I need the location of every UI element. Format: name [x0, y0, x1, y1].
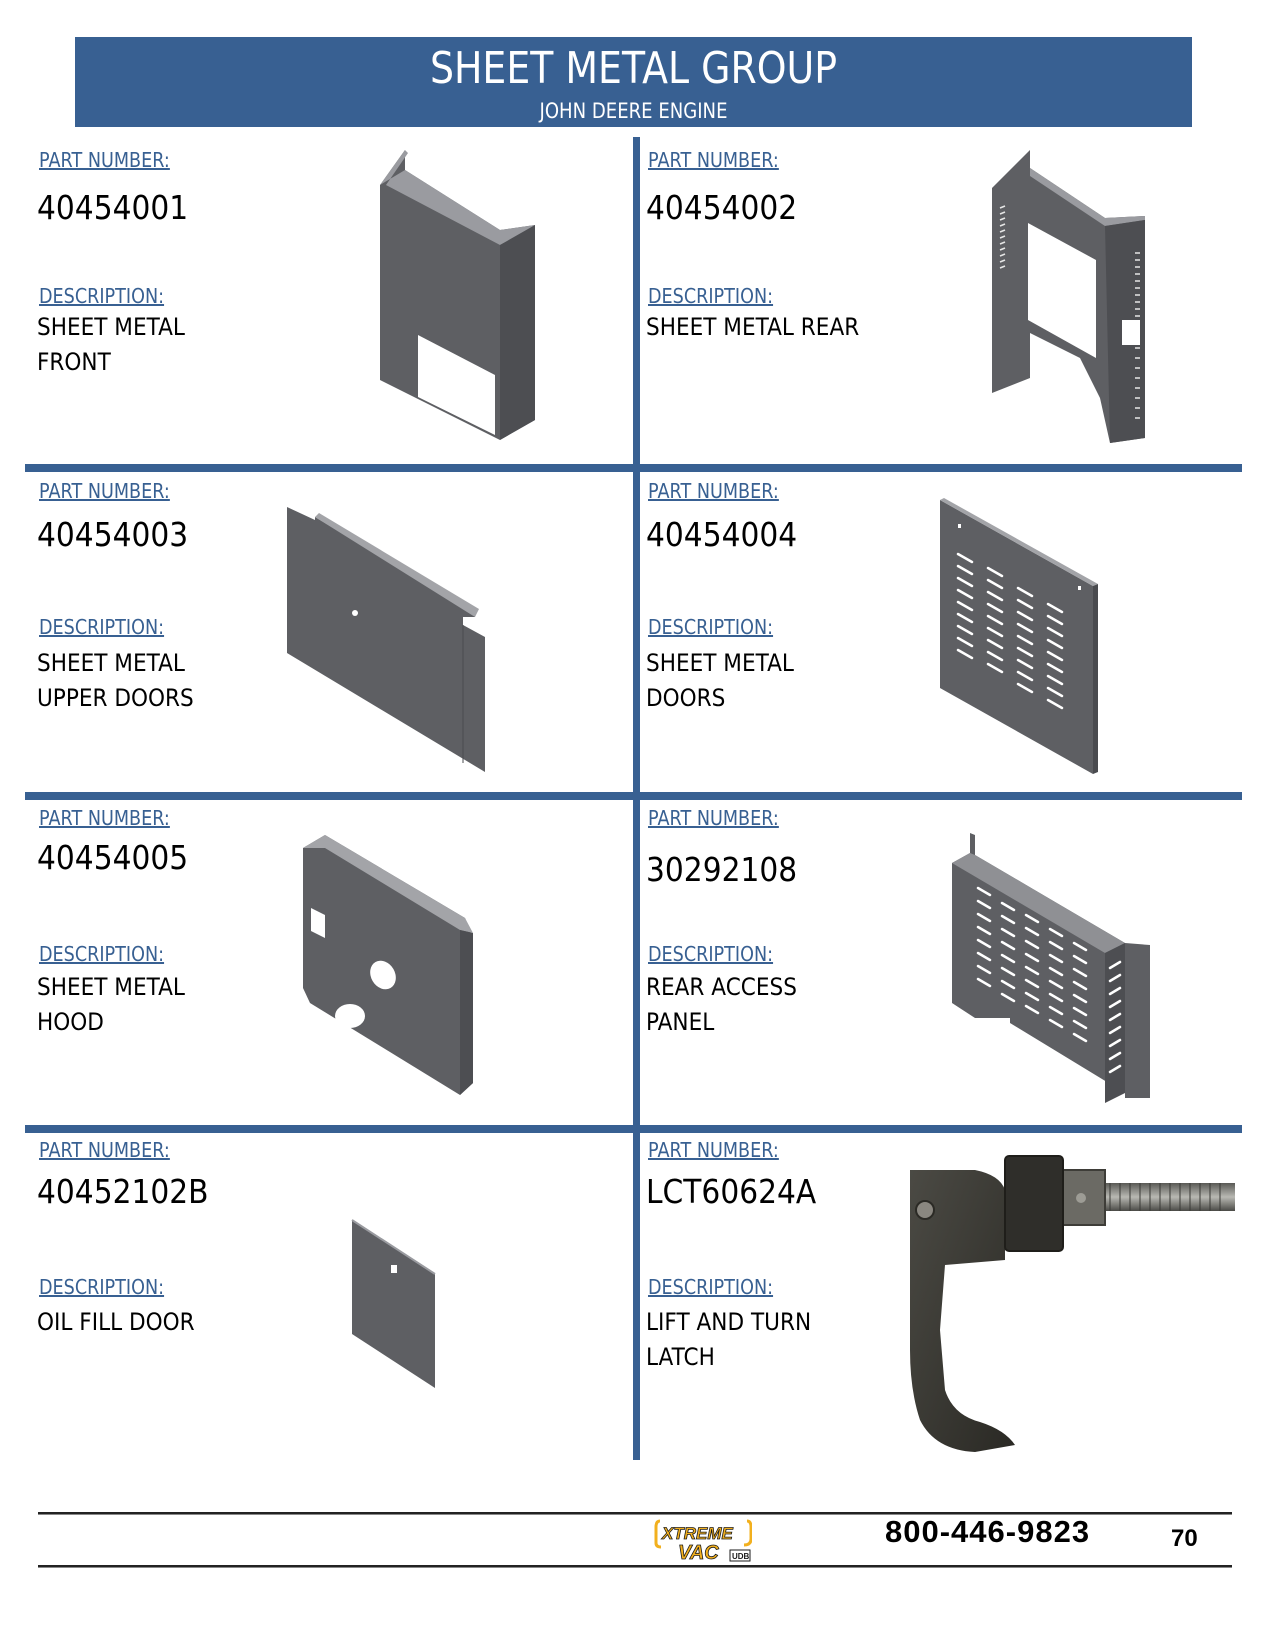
footer-bottom-rule	[38, 1565, 1232, 1568]
logo-text-bottom: VAC	[678, 1542, 719, 1563]
xtreme-vac-logo: XTREME VAC UDB	[654, 1519, 752, 1563]
part-number: LCT60624A	[646, 1172, 817, 1211]
footer-top-rule	[38, 1512, 1232, 1515]
hood-image	[303, 835, 473, 1095]
louvered-doors-image	[940, 498, 1098, 774]
description-label: DESCRIPTION:	[39, 942, 165, 966]
part-description: SHEET METAL UPPER DOORS	[37, 649, 194, 712]
part-number-label: PART NUMBER:	[39, 806, 170, 830]
logo-badge: UDB	[732, 1552, 750, 1561]
description-label: DESCRIPTION:	[39, 1275, 165, 1299]
row-divider	[25, 792, 1242, 800]
latch-photo-image	[910, 1155, 1235, 1452]
part-number-label: PART NUMBER:	[39, 479, 170, 503]
part-description: SHEET METAL FRONT	[37, 313, 185, 376]
part-number-label: PART NUMBER:	[648, 479, 779, 503]
part-description: LIFT AND TURN LATCH	[646, 1308, 812, 1371]
part-description: SHEET METAL DOORS	[646, 649, 794, 712]
description-label: DESCRIPTION:	[648, 1275, 774, 1299]
description-label: DESCRIPTION:	[648, 615, 774, 639]
part-number-label: PART NUMBER:	[39, 148, 170, 172]
description-label: DESCRIPTION:	[39, 615, 165, 639]
part-description: SHEET METAL REAR	[646, 313, 860, 341]
part-number: 30292108	[646, 850, 798, 889]
rear-access-panel-image	[952, 833, 1150, 1103]
part-number: 40454001	[37, 188, 189, 227]
upper-doors-image	[287, 507, 485, 772]
part-description: REAR ACCESS PANEL	[646, 973, 797, 1036]
description-label: DESCRIPTION:	[648, 942, 774, 966]
part-number-label: PART NUMBER:	[648, 148, 779, 172]
description-label: DESCRIPTION:	[39, 284, 165, 308]
part-number-label: PART NUMBER:	[648, 806, 779, 830]
section-header: SHEET METAL GROUP JOHN DEERE ENGINE	[75, 37, 1192, 127]
oil-fill-door-image	[351, 1219, 436, 1388]
part-number: 40454002	[646, 188, 798, 227]
page-number: 70	[1171, 1525, 1198, 1552]
sheet-metal-rear-image	[992, 150, 1145, 443]
page-title: SHEET METAL GROUP	[429, 43, 838, 94]
phone-number: 800-446-9823	[885, 1514, 1091, 1549]
part-description: OIL FILL DOOR	[37, 1308, 195, 1336]
logo-text-top: XTREME	[661, 1524, 734, 1543]
page-subtitle: JOHN DEERE ENGINE	[539, 99, 728, 123]
part-number: 40454003	[37, 515, 189, 554]
sheet-metal-front-image	[380, 150, 535, 440]
part-number-label: PART NUMBER:	[648, 1138, 779, 1162]
part-number-label: PART NUMBER:	[39, 1138, 170, 1162]
row-divider	[25, 464, 1242, 472]
description-label: DESCRIPTION:	[648, 284, 774, 308]
row-divider	[25, 1125, 1242, 1133]
part-number: 40454004	[646, 515, 798, 554]
part-number: 40454005	[37, 838, 189, 877]
part-description: SHEET METAL HOOD	[37, 973, 185, 1036]
part-number: 40452102B	[37, 1172, 209, 1211]
